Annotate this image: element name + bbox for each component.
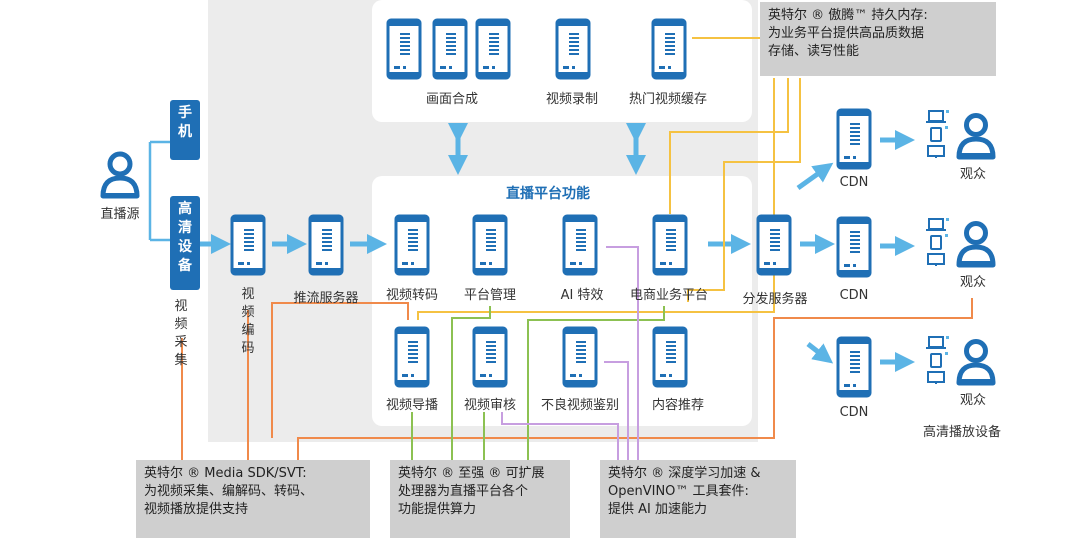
- openvino-note: 英特尔 ® 深度学习加速 & OpenVINO™ 工具套件: 提供 AI 加速能…: [600, 460, 796, 538]
- server-push-icon: [308, 214, 344, 276]
- server-composite-3-icon: [475, 18, 511, 80]
- push-server-label: 推流服务器: [293, 291, 359, 306]
- source-label: 直播源: [100, 207, 140, 222]
- flow-arrows: [196, 130, 915, 372]
- server-ecommerce-icon: [652, 214, 688, 276]
- xeon-note: 英特尔 ® 至强 ® 可扩展 处理器为直播平台各个 功能提供算力: [390, 460, 570, 538]
- server-bad-video-icon: [562, 326, 598, 388]
- hd-device-label: 高清设备: [178, 201, 192, 274]
- screen-devices-bottom-icon: [926, 334, 950, 384]
- phone-label: 手机: [178, 105, 192, 140]
- bad-video-label: 不良视频鉴别: [540, 398, 620, 413]
- server-encode-icon: [230, 214, 266, 276]
- hd-device: 高清设备: [170, 196, 200, 290]
- double-arrows: [448, 122, 646, 175]
- phone-device: 手机: [170, 100, 200, 160]
- video-capture-label: 视频采集: [174, 299, 188, 368]
- director-label: 视频导播: [385, 398, 439, 413]
- server-recommend-icon: [652, 326, 688, 388]
- screen-devices-middle-icon: [926, 216, 950, 266]
- transcode-label: 视频转码: [385, 288, 439, 303]
- cdn-middle-label: CDN: [839, 288, 869, 303]
- arrow-distribution-to-cdn-top: [796, 162, 834, 191]
- server-director-icon: [394, 326, 430, 388]
- openvino-lines: [501, 246, 639, 462]
- source-bracket: [148, 140, 170, 242]
- server-recording-icon: [555, 18, 591, 80]
- server-platform-mgmt-icon: [472, 214, 508, 276]
- screen-devices-top-icon: [926, 108, 950, 158]
- audience-middle-label: 观众: [960, 275, 987, 290]
- platform-mgmt-label: 平台管理: [463, 288, 517, 303]
- server-transcode-icon: [394, 214, 430, 276]
- optane-note: 英特尔 ® 傲腾™ 持久内存: 为业务平台提供高品质数据 存储、读写性能: [760, 2, 996, 76]
- composite-label: 画面合成: [425, 92, 479, 107]
- hd-playback-label: 高清播放设备: [922, 425, 1002, 440]
- arrow-to-cdn-bottom: [806, 342, 834, 364]
- server-hot-cache-icon: [651, 18, 687, 80]
- recording-label: 视频录制: [545, 92, 599, 107]
- cdn-top-label: CDN: [839, 175, 869, 190]
- audience-middle-person-icon: [956, 220, 996, 268]
- ai-effects-label: AI 特效: [560, 288, 604, 303]
- media-sdk-note: 英特尔 ® Media SDK/SVT: 为视频采集、编解码、转码、 视频播放提…: [136, 460, 370, 538]
- recommend-label: 内容推荐: [651, 398, 705, 413]
- server-review-icon: [472, 326, 508, 388]
- review-label: 视频审核: [463, 398, 517, 413]
- audience-bottom-label: 观众: [960, 393, 987, 408]
- source-person-icon: [100, 150, 140, 200]
- audience-top-person-icon: [956, 112, 996, 160]
- server-cdn-bottom-icon: [836, 336, 872, 398]
- hot-cache-label: 热门视频缓存: [628, 92, 708, 107]
- distribution-label: 分发服务器: [742, 292, 808, 307]
- server-composite-1-icon: [386, 18, 422, 80]
- optane-lines: [417, 37, 801, 320]
- xeon-lines: [411, 306, 665, 462]
- platform-title: 直播平台功能: [506, 186, 590, 202]
- server-ai-effects-icon: [562, 214, 598, 276]
- server-composite-2-icon: [432, 18, 468, 80]
- media-sdk-lines: [181, 298, 973, 462]
- server-cdn-top-icon: [836, 108, 872, 170]
- video-encode-label: 视频编码: [241, 287, 255, 356]
- server-distribution-icon: [756, 214, 792, 276]
- audience-top-label: 观众: [960, 167, 987, 182]
- ecommerce-label: 电商业务平台: [629, 288, 709, 303]
- audience-bottom-person-icon: [956, 338, 996, 386]
- server-cdn-middle-icon: [836, 216, 872, 278]
- cdn-bottom-label: CDN: [839, 405, 869, 420]
